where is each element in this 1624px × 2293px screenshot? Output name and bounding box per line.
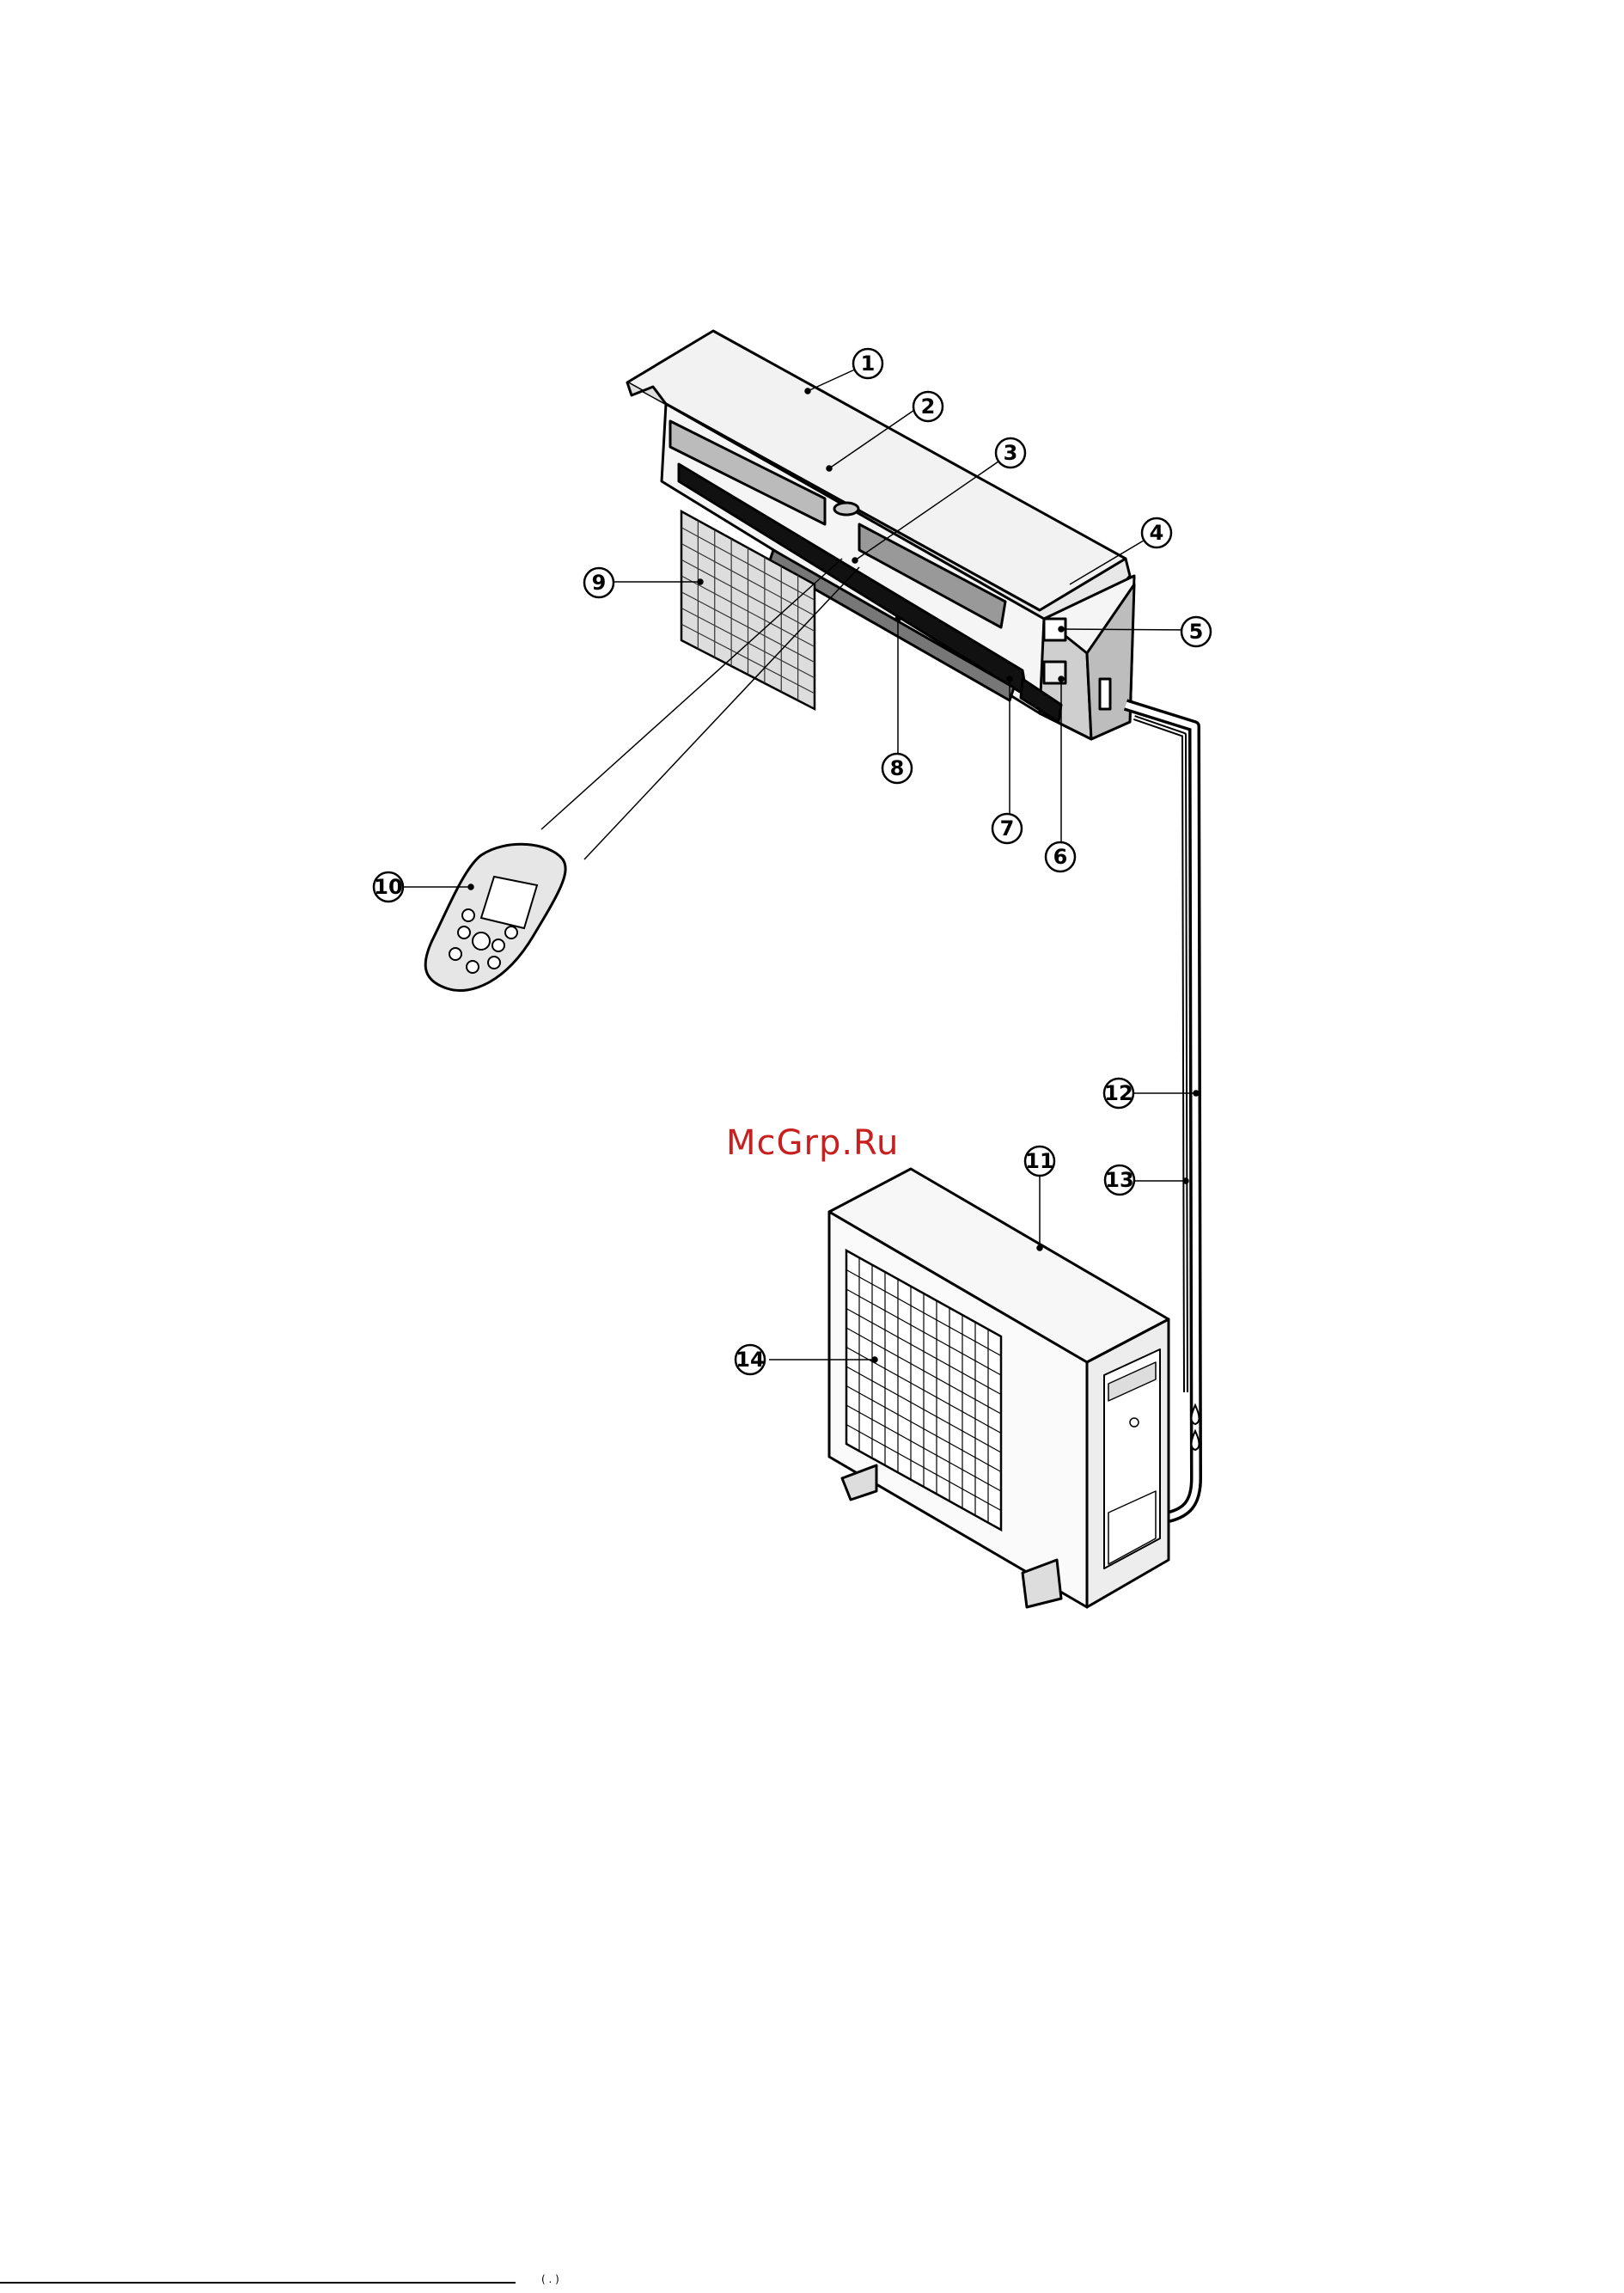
callout-10: 10 <box>374 872 403 902</box>
callout-label: 2 <box>921 394 936 419</box>
callout-4: 4 <box>1142 518 1171 547</box>
callout-1: 1 <box>853 349 882 378</box>
callout-label: 10 <box>374 875 402 899</box>
footer-rule <box>0 2282 516 2284</box>
callout-label: 14 <box>736 1348 764 1372</box>
watermark: McGrp.Ru <box>726 1123 899 1163</box>
callout-label: 6 <box>1053 845 1068 869</box>
footer-mark: ( . ) <box>541 2273 559 2285</box>
callout-7: 7 <box>992 814 1022 843</box>
callout-14: 14 <box>736 1345 765 1374</box>
callout-6: 6 <box>1046 842 1075 871</box>
callout-label: 13 <box>1105 1168 1133 1192</box>
callout-2: 2 <box>913 392 943 421</box>
callout-label: 1 <box>861 352 876 376</box>
callout-5: 5 <box>1181 617 1211 646</box>
callout-label: 7 <box>1000 816 1015 841</box>
callout-8: 8 <box>882 754 912 783</box>
callout-label: 11 <box>1025 1149 1053 1173</box>
callout-label: 5 <box>1189 620 1204 644</box>
callout-3: 3 <box>996 438 1025 468</box>
callout-11: 11 <box>1025 1146 1054 1176</box>
remote-control <box>425 844 565 990</box>
callout-9: 9 <box>584 568 614 597</box>
callout-12: 12 <box>1104 1079 1133 1108</box>
callout-label: 4 <box>1150 521 1164 545</box>
callout-label: 12 <box>1104 1081 1133 1105</box>
callout-label: 8 <box>890 756 905 780</box>
callout-label: 3 <box>1004 441 1018 465</box>
callout-13: 13 <box>1105 1165 1134 1195</box>
callout-label: 9 <box>592 571 607 595</box>
